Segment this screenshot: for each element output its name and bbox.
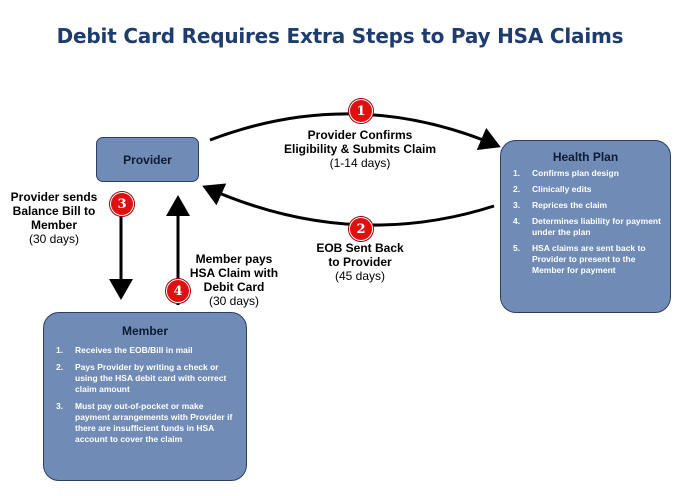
item-text: Receives the EOB/Bill in mail [75, 345, 193, 355]
member-title: Member [121, 324, 168, 338]
provider-box: Provider [96, 137, 199, 182]
step-3-line1: Provider sends [10, 190, 98, 204]
item-number: 5. [513, 243, 521, 253]
step-1-line1: Provider Confirms [307, 128, 413, 142]
item-number: 2. [56, 362, 64, 372]
item-number: 3. [513, 200, 521, 210]
list-item: 2. Pays Provider by writing a check or us… [56, 362, 240, 395]
list-item: 2. Clinically edits [513, 184, 664, 195]
health-plan-box: Health Plan 1. Confirms plan design 2. Cli… [500, 140, 671, 313]
step-2-duration: (45 days) [334, 269, 386, 283]
list-item: 1. Confirms plan design [513, 168, 664, 179]
step-2-line1: EOB Sent Back [316, 241, 404, 255]
diagram-title: Debit Card Requires Extra Steps to Pay H… [56, 24, 624, 48]
item-number: 2. [513, 184, 521, 194]
list-item: 3. Reprices the claim [513, 200, 664, 211]
item-number: 1. [56, 345, 64, 355]
item-text: Must pay out-of-pocket or make payment a… [75, 401, 233, 444]
arrow-healthplan-to-provider [202, 183, 495, 227]
step-4-line2: HSA Claim with [189, 266, 279, 280]
item-text: Reprices the claim [532, 200, 608, 210]
step-4-line1: Member pays [195, 252, 273, 266]
step-1-label: Provider Confirms Eligibility & Submits … [260, 128, 460, 170]
step-4-label: Member pays HSA Claim with Debit Card (3… [186, 252, 282, 308]
list-item: 3. Must pay out-of-pocket or make payment… [56, 401, 240, 445]
item-text: Pays Provider by writing a check or usin… [75, 362, 227, 394]
step-3-duration: (30 days) [28, 232, 80, 246]
step-1-badge: 1 [349, 99, 373, 123]
step-2-badge: 2 [349, 217, 373, 241]
item-text: Clinically edits [532, 184, 592, 194]
step-4-badge: 4 [166, 279, 190, 303]
step-3-badge: 3 [110, 192, 134, 216]
member-list: 1. Receives the EOB/Bill in mail 2. Pays P… [56, 345, 240, 445]
item-text: Determines liability for payment under t… [532, 216, 661, 237]
list-item: 4. Determines liability for payment under… [513, 216, 664, 238]
step-3-label: Provider sends Balance Bill to Member (3… [2, 190, 106, 246]
step-2-line2: to Provider [328, 255, 392, 269]
step-3-line2: Balance Bill to [12, 204, 96, 218]
step-3-line3: Member [30, 218, 77, 232]
item-number: 1. [513, 168, 521, 178]
step-4-duration: (30 days) [208, 294, 260, 308]
provider-label: Provider [123, 152, 172, 167]
health-plan-title: Health Plan [552, 150, 619, 164]
health-plan-list: 1. Confirms plan design 2. Clinically edit… [513, 168, 664, 276]
item-text: Confirms plan design [532, 168, 619, 178]
list-item: 1. Receives the EOB/Bill in mail [56, 345, 240, 356]
step-1-duration: (1-14 days) [329, 156, 391, 170]
item-number: 3. [56, 401, 64, 411]
list-item: 5. HSA claims are sent back to Provider t… [513, 243, 664, 276]
member-box: Member 1. Receives the EOB/Bill in mail 2… [43, 312, 247, 481]
item-text: HSA claims are sent back to Provider to … [532, 243, 646, 275]
item-number: 4. [513, 216, 521, 226]
step-4-line3: Debit Card [203, 280, 265, 294]
step-1-line2: Eligibility & Submits Claim [283, 142, 437, 156]
step-2-label: EOB Sent Back to Provider (45 days) [295, 241, 425, 283]
